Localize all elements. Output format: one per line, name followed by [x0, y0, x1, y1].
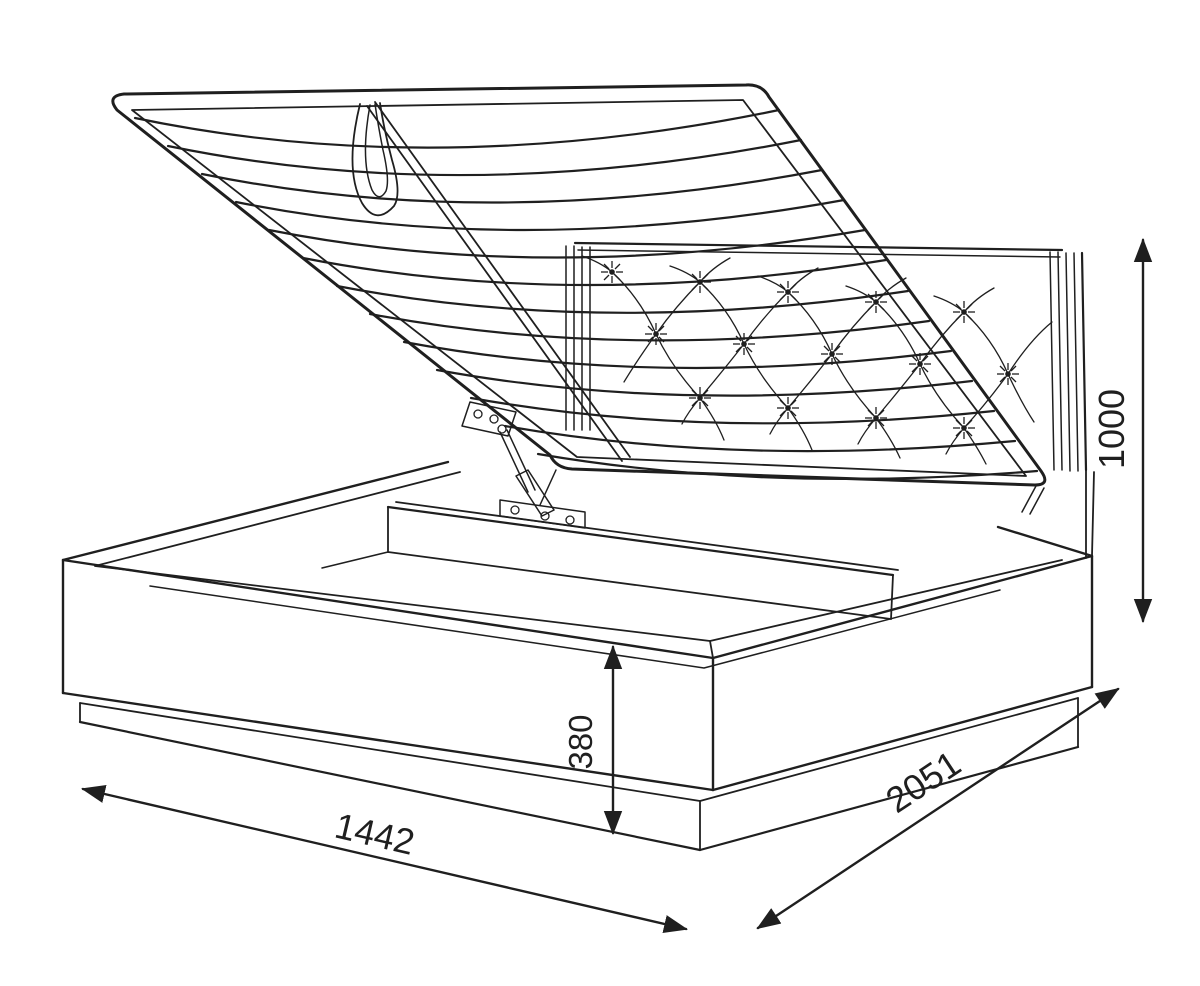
divider-face-bottom: [387, 551, 892, 620]
tuft-crease-dr: [933, 295, 1035, 423]
frame-inner: [131, 99, 1027, 477]
headboard-top-inner: [577, 249, 1061, 258]
right-hinge: [1021, 485, 1037, 513]
slat: [166, 138, 803, 177]
dim-length: 2051: [756, 687, 1120, 930]
bracket-hole: [473, 409, 483, 419]
tuft-crease-dl: [945, 321, 1053, 455]
dim-height: 1000: [1091, 238, 1153, 623]
lift-upper-bracket: [461, 401, 517, 437]
slat: [267, 228, 867, 259]
slat: [335, 284, 910, 314]
box-rim-corner: [709, 640, 714, 659]
right-hinge: [1029, 487, 1045, 515]
tuft-button: [864, 406, 888, 430]
strap-inner: [364, 103, 389, 198]
slats: [133, 108, 1039, 481]
lift-lower-bracket: [499, 499, 586, 529]
dim-height-label: 1000: [1091, 389, 1132, 469]
strap-outer: [351, 102, 399, 217]
headboard-right-slot: [1049, 251, 1055, 471]
box-front-left-bottom: [61, 691, 715, 792]
headboard: [565, 241, 1095, 559]
divider-right-end: [890, 574, 894, 620]
headboard-top-edge: [573, 241, 1064, 252]
headboard-right-edge: [1080, 251, 1088, 472]
tuft-button: [952, 300, 976, 324]
box-floor-junction: [149, 585, 1001, 669]
frame-outer: [111, 83, 1047, 487]
piston-rod: [506, 429, 536, 491]
piston-rod: [499, 431, 529, 493]
bracket-hole: [497, 424, 507, 434]
bracket-hole: [489, 414, 499, 424]
headboard-right-slot: [1073, 252, 1079, 472]
piston-cylinder: [515, 469, 555, 517]
dim-length-arrow: [756, 687, 1120, 930]
tuft-button: [996, 362, 1020, 386]
tuft-button: [688, 386, 712, 410]
slat: [301, 256, 888, 287]
tuft-button: [732, 332, 756, 356]
plinth-left-top: [79, 702, 701, 802]
tuft-button: [952, 416, 976, 440]
slat: [200, 168, 824, 204]
headboard-post-base: [1091, 471, 1095, 557]
bracket-hole: [510, 505, 520, 515]
tuft-button: [600, 260, 624, 284]
slat: [536, 452, 1039, 481]
box-rim-outer: [61, 460, 1094, 660]
headboard-right-slot: [1065, 252, 1071, 472]
headboard-right-slot: [1057, 251, 1063, 471]
tuft-crease-dl: [623, 257, 731, 383]
gas-lift-mechanism: [461, 401, 1045, 529]
slat: [133, 108, 781, 149]
slat: [503, 424, 1017, 453]
lift-strap: [351, 102, 399, 217]
tuft-button: [644, 322, 668, 346]
tufting: [581, 255, 1053, 465]
dim-width-arrow: [81, 785, 688, 933]
tuft-button: [776, 280, 800, 304]
slat: [402, 340, 953, 370]
divider-top-near: [386, 505, 895, 577]
bracket-hole: [540, 511, 550, 521]
tuft-button: [776, 396, 800, 420]
slat: [368, 312, 931, 342]
dim-length-label: 2051: [878, 742, 967, 820]
box-rim-inner: [94, 471, 1063, 642]
divider-floor-seam: [321, 551, 389, 569]
divider-panel: [321, 501, 899, 620]
dim-base-height: 380: [562, 645, 623, 835]
dim-base-height-label: 380: [562, 714, 599, 769]
divider-top-far: [395, 501, 899, 571]
bracket-hole: [565, 515, 575, 525]
slat: [234, 198, 846, 232]
slat: [469, 396, 996, 425]
lifted-slat-frame: [111, 83, 1047, 487]
center-rail: [366, 105, 623, 462]
dim-width-label: 1442: [331, 805, 418, 863]
hinge-link: [539, 469, 557, 506]
center-rail: [374, 101, 631, 458]
dim-width: 1442: [81, 785, 688, 933]
slat: [435, 368, 974, 397]
